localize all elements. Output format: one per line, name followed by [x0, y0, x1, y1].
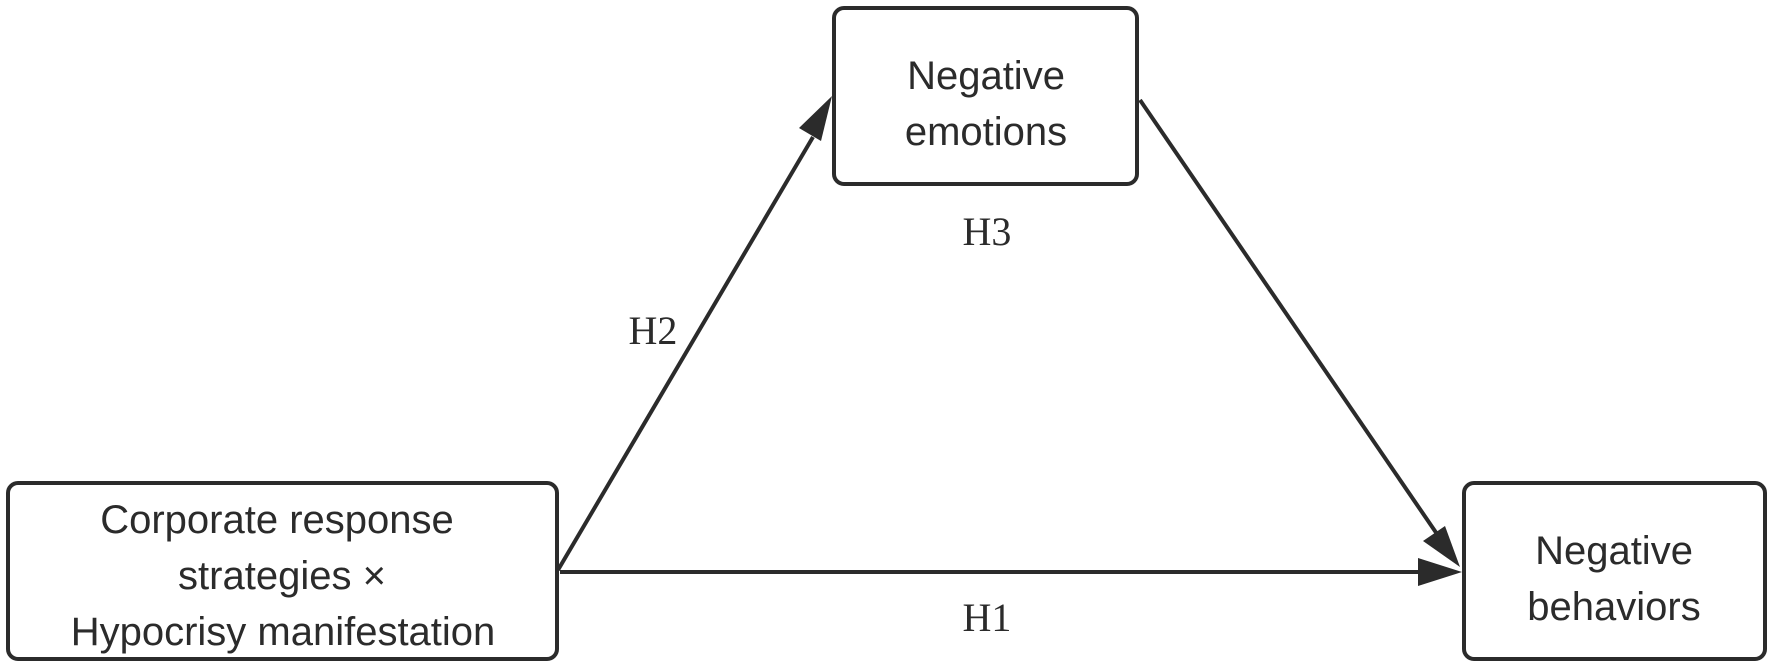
node-behaviors-box	[1462, 481, 1767, 661]
node-strategies-line-3: Hypocrisy manifestation	[71, 610, 496, 654]
node-emotions-line-2: emotions	[905, 110, 1067, 154]
edge-h1	[560, 558, 1462, 586]
node-behaviors-line-2: behaviors	[1527, 585, 1700, 629]
node-behaviors: Negative behaviors	[1462, 481, 1767, 661]
node-emotions-box	[832, 6, 1139, 186]
edge-h3	[1138, 98, 1460, 567]
node-emotions-line-1: Negative	[907, 54, 1065, 98]
edge-h1-label: H1	[963, 595, 1012, 640]
edge-h3-line	[1138, 98, 1439, 536]
node-strategies-box	[6, 481, 559, 661]
node-emotions: Negative emotions	[832, 6, 1139, 186]
edge-h3-label: H3	[963, 209, 1012, 254]
edge-h3-arrowhead	[1423, 526, 1460, 567]
edge-h1-arrowhead	[1418, 558, 1462, 586]
edge-h2-arrowhead	[799, 96, 832, 141]
node-behaviors-line-1: Negative	[1535, 529, 1693, 573]
node-strategies-line-2: strategies ×	[178, 554, 386, 598]
node-strategies: Corporate response strategies × Hypocris…	[6, 481, 559, 661]
edge-h2-label: H2	[629, 308, 678, 353]
edge-h2-line	[556, 135, 815, 572]
node-strategies-line-1: Corporate response	[100, 498, 454, 542]
edge-h2	[556, 96, 832, 572]
